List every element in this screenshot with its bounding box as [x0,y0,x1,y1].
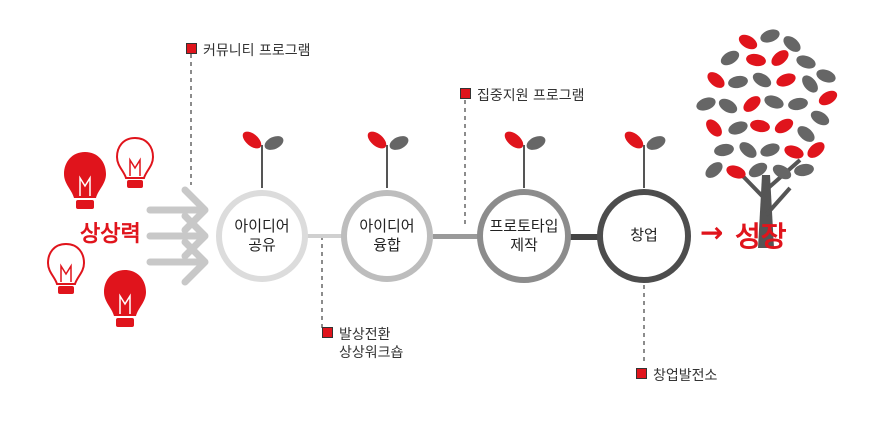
tree-leaf-icon [772,164,792,180]
tree-leaf-icon [748,162,768,178]
stage-ring-fusion [341,190,433,282]
tree-leaf-icon [739,142,757,158]
callout-lines [190,54,645,365]
imagination-label: 상상력 [80,222,141,247]
tree-leaf-icon [714,143,734,157]
tree-leaf-icon [807,142,825,158]
tree-leaf-icon [750,119,770,133]
stage-prototype-line2: 제작 [510,236,538,254]
growth-arrow-icon: → [700,216,724,249]
bullet-square-icon [322,327,333,338]
bullet-square-icon [186,43,197,54]
connector-bar [307,234,343,238]
callout-startup-station: 창업발전소 [636,367,717,385]
sprout-icon [367,131,409,188]
sprout-icon [242,131,284,188]
callout-workshop: 발상전환 상상워크숍 [322,326,403,362]
tree-leaf-icon [797,126,815,142]
tree-leaf-icon [764,95,784,109]
stage-fusion-line1: 아이디어 [359,217,415,235]
bulb-icon [104,270,146,327]
stage-ring-startup [597,189,691,283]
stage-prototype-line1: 프로토타입 [489,217,559,235]
stage-startup-line1: 창업 [630,226,658,244]
bulb-icon [64,152,106,209]
tree-leaf-icon [796,55,816,69]
tree-icon [696,29,838,248]
tree-leaf-icon [794,163,814,177]
callout-workshop-line2: 상상워크숍 [339,345,404,361]
tree-leaf-icon [818,90,838,106]
bulb-icon [46,242,86,294]
tree-leaf-icon [783,36,801,52]
tree-leaf-icon [728,75,748,89]
bulb-icon [115,136,155,188]
sprout-icon [504,131,546,188]
callout-intensive: 집중지원 프로그램 [460,87,585,105]
stage-share-line1: 아이디어 [234,217,290,235]
tree-leaf-icon [760,143,780,157]
tree-leaf-icon [746,53,766,67]
tree-leaf-icon [696,97,716,111]
callout-community-text: 커뮤니티 프로그램 [203,43,311,59]
tree-leaf-icon [771,50,789,66]
sprout-icon [624,131,666,188]
stage-fusion-line2: 융합 [373,236,401,254]
stage-ring-share [216,190,308,282]
connector-bar [433,234,480,239]
stage-share-line2: 공유 [248,236,276,254]
callout-startup-station-text: 창업발전소 [653,368,718,384]
tree-leaf-icon [706,119,722,137]
bullet-square-icon [636,368,647,379]
stage-ring-prototype [477,189,571,283]
tree-leaf-icon [718,98,738,114]
stage-startup: 창업 [594,226,694,245]
stage-fusion: 아이디어 융합 [337,217,437,255]
tree-leaf-icon [774,118,794,134]
tree-leaf-icon [788,97,808,111]
converging-arrows-icon [146,186,209,286]
tree-leaf-icon [726,165,746,179]
tree-leaf-icon [728,121,748,135]
callout-intensive-text: 집중지원 프로그램 [477,88,585,104]
connector-bar [570,234,599,240]
tree-leaf-icon [802,75,818,93]
tree-leaf-icon [738,34,758,50]
tree-leaf-icon [760,29,780,43]
bullet-square-icon [460,88,471,99]
tree-leaf-icon [810,110,830,126]
tree-leaf-icon [707,72,725,88]
stage-prototype: 프로토타입 제작 [474,217,574,255]
callout-community: 커뮤니티 프로그램 [186,42,311,60]
tree-leaf-icon [784,145,804,159]
stage-share: 아이디어 공유 [212,217,312,255]
growth-label: 성장 [735,220,787,253]
tree-leaf-icon [752,72,772,88]
tree-leaf-icon [816,69,836,83]
tree-leaf-icon [743,96,761,112]
tree-leaf-icon [776,73,796,87]
tree-leaf-icon [720,50,740,66]
callout-workshop-line1: 발상전환 [339,327,391,343]
tree-leaf-icon [705,162,723,178]
